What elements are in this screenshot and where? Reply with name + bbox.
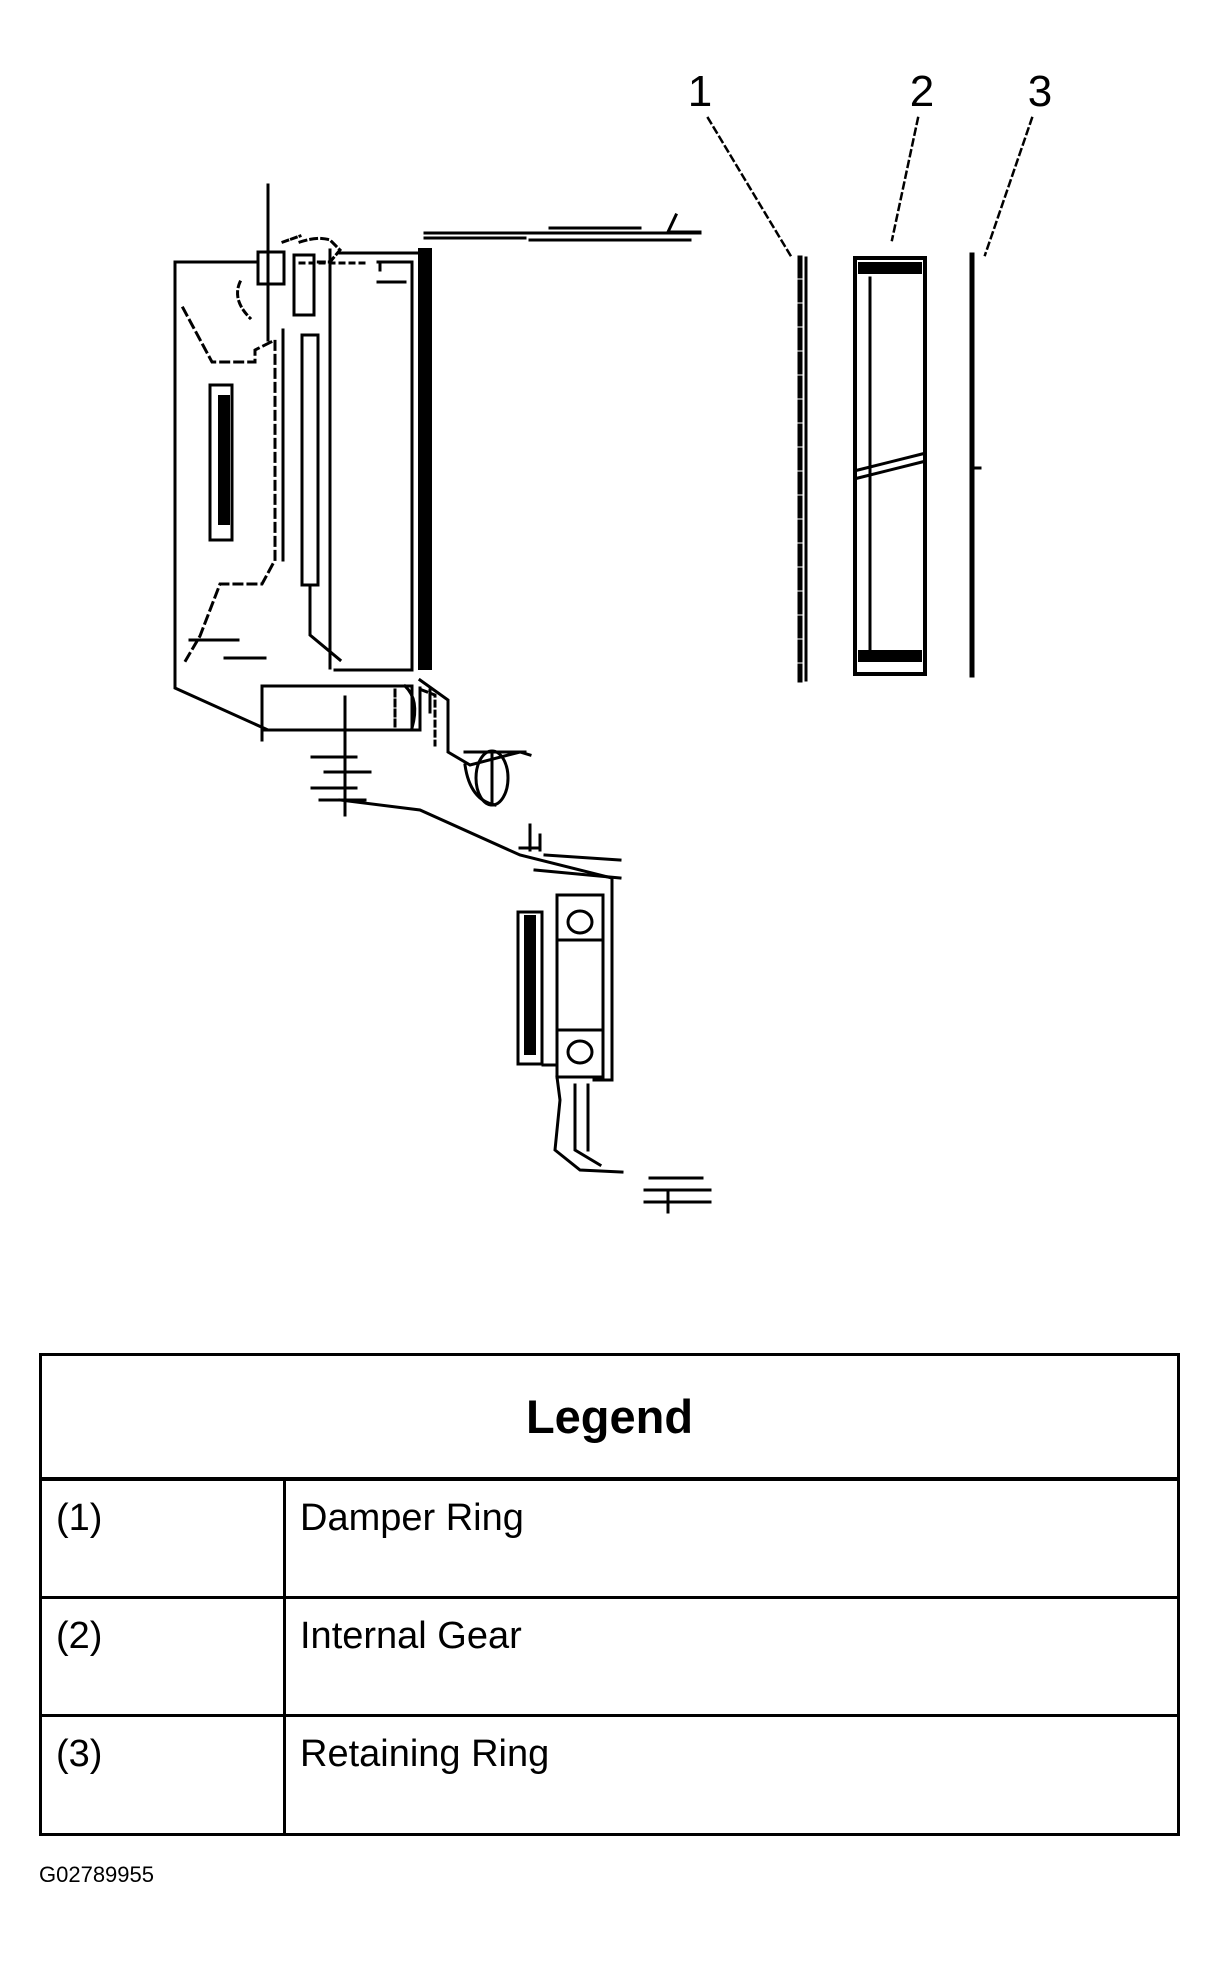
- callout-1: 1: [688, 67, 712, 116]
- legend-description: Retaining Ring: [300, 1733, 550, 1775]
- callout-labels: 1 2 3: [688, 67, 1052, 116]
- legend-number: (3): [42, 1717, 286, 1833]
- damper-ring-part: [797, 255, 808, 683]
- callout-3: 3: [1028, 67, 1052, 116]
- legend-description: Internal Gear: [300, 1615, 522, 1657]
- housing-assembly: [173, 183, 432, 732]
- callout-2: 2: [910, 67, 934, 116]
- figure-id: G02789955: [39, 1862, 154, 1887]
- callout-leaders: [706, 116, 1034, 260]
- upper-shaft: [423, 213, 702, 242]
- legend-row: (3) Retaining Ring: [42, 1717, 1177, 1833]
- legend-description: Damper Ring: [300, 1497, 524, 1539]
- legend-number: (2): [42, 1599, 286, 1714]
- legend-table: Legend (1) Damper Ring (2) Internal Gear…: [39, 1353, 1180, 1836]
- legend-title: Legend: [42, 1356, 1177, 1481]
- legend-number: (1): [42, 1481, 286, 1596]
- retaining-ring-part: [969, 252, 982, 678]
- lower-bearing: [516, 823, 712, 1214]
- internal-gear-part: [853, 256, 927, 676]
- lower-hub: [260, 677, 614, 1082]
- legend-row: (2) Internal Gear: [42, 1599, 1177, 1717]
- exploded-view-diagram: 1 2 3: [173, 67, 1052, 1214]
- legend-row: (1) Damper Ring: [42, 1481, 1177, 1599]
